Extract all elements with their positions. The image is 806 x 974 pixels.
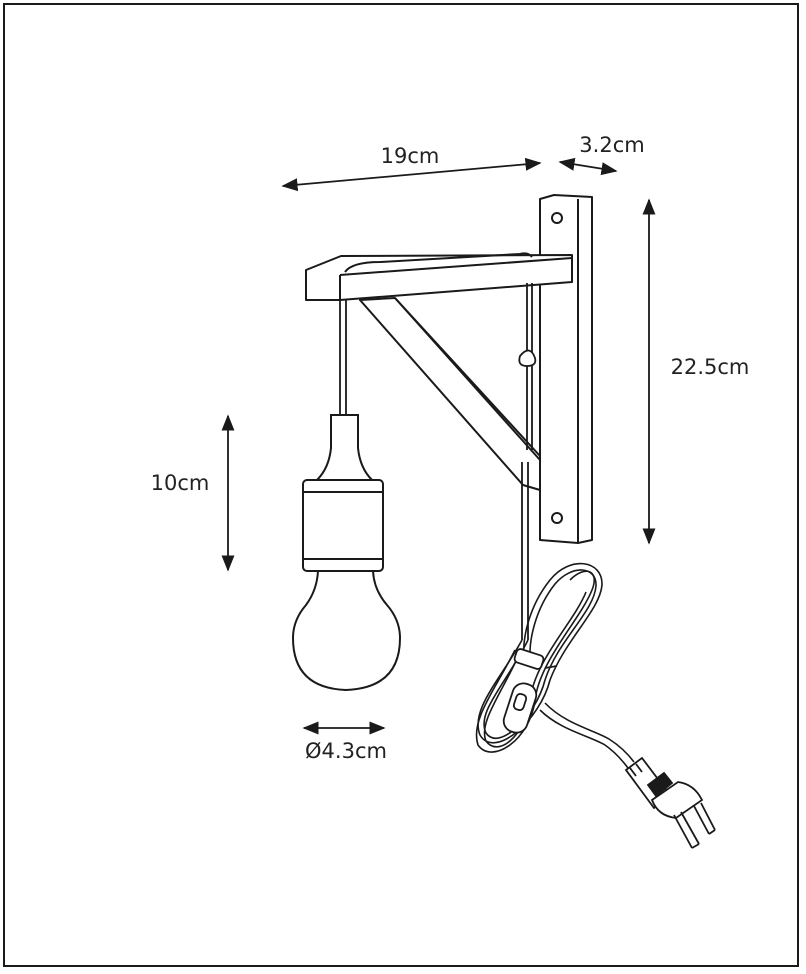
lamp-height-label: 10cm [151,471,210,495]
depth-dimension-arrow [558,157,618,176]
screw-hole-top [551,212,563,224]
dimension-lines [221,157,656,735]
screw-hole-bottom [551,512,563,524]
cord-switch [502,648,558,734]
drawing-frame [3,3,799,967]
depth-label: 3.2cm [579,133,644,157]
bulb [291,570,402,692]
lamp-holder-top [314,414,375,481]
cable [339,283,537,640]
height-label: 22.5cm [671,355,750,379]
wall-bracket [305,194,593,544]
diameter-label: Ø4.3cm [305,739,387,763]
cable-clip [518,349,537,367]
width-dimension-arrow [281,157,542,192]
width-label: 19cm [381,144,440,168]
plug [624,756,716,849]
lamp [291,414,402,692]
wall-plate [539,194,593,544]
diagonal-brace [359,297,541,491]
horizontal-arm [305,254,573,301]
lamp-holder-sleeve [302,479,384,572]
power-cord [539,702,635,769]
